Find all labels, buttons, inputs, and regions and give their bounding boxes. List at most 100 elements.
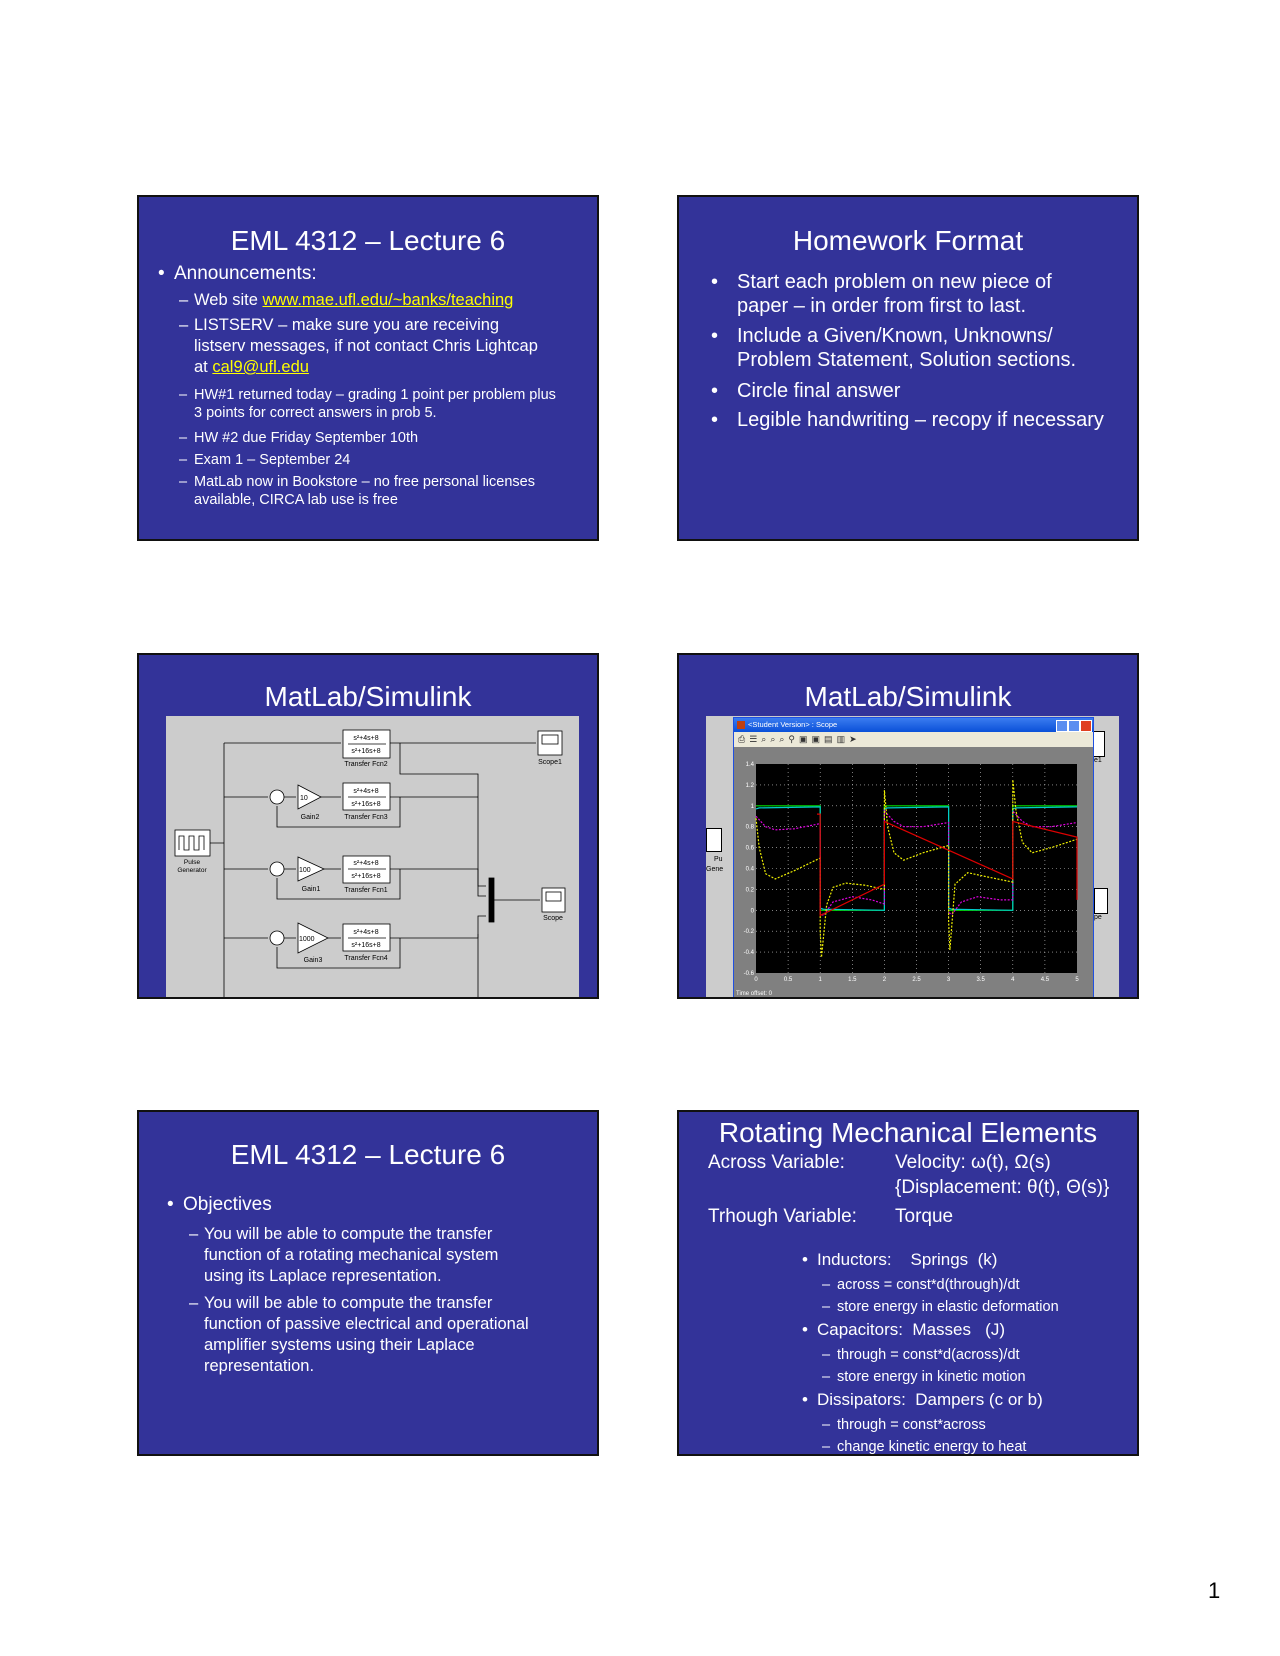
text: Dissipators: Dampers (c or b) (817, 1390, 1043, 1409)
bullet-announcements: •Announcements: (158, 263, 317, 284)
through-label: Trhough Variable: (708, 1206, 857, 1227)
window-titlebar[interactable]: <Student Version> : Scope (734, 718, 1093, 732)
denominator: s²+16s+8 (351, 873, 380, 880)
text: Include a Given/Known, Unknowns/ Problem… (737, 325, 1077, 371)
text: Legible handwriting – recopy if necessar… (737, 409, 1104, 431)
parameters-icon[interactable]: ☰ (749, 734, 758, 744)
x-tick-label: 3 (947, 977, 951, 983)
numerator: s²+4s+8 (353, 929, 378, 936)
scope-partial (1094, 888, 1108, 914)
heading: Objectives (183, 1194, 272, 1215)
slide-announcements: EML 4312 – Lecture 6 •Announcements: –We… (137, 195, 599, 541)
slide-title: Rotating Mechanical Elements (718, 1117, 1098, 1148)
text: Exam 1 – September 24 (194, 452, 351, 468)
text: Circle final answer (737, 380, 901, 402)
displacement-value: {Displacement: θ(t), Θ(s)} (895, 1177, 1110, 1198)
y-tick-label: -0.2 (744, 929, 755, 935)
zoom-x-icon[interactable]: ⌕ (770, 734, 776, 744)
group-subitems: –through = const*d(across)/dt–store ener… (822, 1347, 1026, 1385)
scope1-block[interactable]: Scope1 (537, 730, 563, 766)
mux-block[interactable] (488, 877, 495, 923)
numerator: s²+4s+8 (353, 860, 378, 867)
bullet-objectives: •Objectives (167, 1194, 272, 1215)
scope-block[interactable]: Scope (541, 887, 566, 922)
x-tick-label: 0 (754, 977, 758, 983)
text: through = const*d(across)/dt (837, 1347, 1020, 1363)
zoom-icon[interactable]: ⌕ (761, 734, 767, 744)
floating-scope-icon[interactable]: ▤ (824, 734, 833, 744)
through-value: Torque (895, 1206, 954, 1227)
gain-value: 100 (299, 867, 311, 874)
slide-objectives: EML 4312 – Lecture 6 •Objectives –You wi… (137, 1110, 599, 1456)
text: representation. (204, 1357, 315, 1375)
email-link[interactable]: cal9@ufl.edu (212, 358, 309, 376)
y-tick-label: 0.4 (746, 867, 755, 873)
text: HW#1 returned today – grading 1 point pe… (194, 387, 556, 403)
bullet-item: •Legible handwriting – recopy if necessa… (711, 409, 1104, 431)
lock-icon[interactable]: ▥ (836, 734, 846, 744)
text: through = const*across (837, 1417, 986, 1433)
item-matlab: –MatLab now in Bookstore – no free perso… (179, 474, 535, 508)
bullet-item: •Start each problem on new piece of pape… (711, 271, 1052, 317)
block-label: Gain2 (301, 814, 320, 821)
text: Start each problem on new piece of paper… (737, 271, 1052, 317)
text: LISTSERV – make sure you are receiving (194, 316, 500, 334)
text: amplifier systems using their Laplace (204, 1336, 475, 1354)
x-tick-label: 2.5 (912, 977, 921, 983)
window-title: <Student Version> : Scope (748, 720, 838, 729)
text: store energy in kinetic motion (837, 1369, 1026, 1385)
slide-title: EML 4312 – Lecture 6 (230, 1139, 506, 1170)
denominator: s²+16s+8 (351, 748, 380, 755)
website-link[interactable]: www.mae.ufl.edu/~banks/teaching (262, 291, 514, 309)
zoom-y-icon[interactable]: ⌕ (779, 734, 785, 744)
objective-item: –You will be able to compute the transfe… (189, 1294, 529, 1375)
block-label: Scope (543, 915, 563, 922)
restore-axes-icon[interactable]: ▣ (811, 734, 821, 744)
bullet-item: •Circle final answer (711, 380, 901, 402)
maximize-button[interactable] (1068, 720, 1080, 732)
text: MatLab now in Bookstore – no free person… (194, 474, 535, 490)
close-button[interactable] (1080, 720, 1092, 732)
text: using its Laplace representation. (204, 1267, 442, 1285)
text: Inductors: Springs (k) (817, 1250, 998, 1269)
save-axes-icon[interactable]: ▣ (799, 734, 808, 744)
x-tick-label: 0.5 (784, 977, 793, 983)
label: Pu (714, 856, 723, 863)
print-icon[interactable]: ⎙ (738, 734, 746, 744)
slide-title: Homework Format (792, 225, 1024, 256)
text: You will be able to compute the transfer (204, 1225, 493, 1243)
time-offset-label: Time offset: 0 (736, 991, 773, 997)
block-label: Gain1 (302, 886, 321, 893)
block-label: Transfer Fcn4 (344, 955, 387, 962)
label: Gene (706, 866, 724, 873)
gain-value: 10 (300, 795, 308, 802)
text: across = const*d(through)/dt (837, 1277, 1020, 1293)
text: change kinetic energy to heat (837, 1439, 1027, 1455)
minimize-button[interactable] (1056, 720, 1068, 732)
item-hw2: –HW #2 due Friday September 10th (179, 430, 419, 446)
sum-blocks[interactable] (269, 789, 285, 946)
group-dissipators: •Dissipators: Dampers (c or b) (802, 1390, 1043, 1409)
y-tick-label: 0.8 (746, 825, 755, 831)
signal-selection-icon[interactable]: ➤ (849, 734, 857, 744)
block-label: Transfer Fcn1 (344, 887, 387, 894)
slide-simulink-scope: MatLab/Simulink Pu Gene e1 pe <Student V… (677, 653, 1139, 999)
block-label: Transfer Fcn2 (344, 761, 387, 768)
objective-item: –You will be able to compute the transfe… (189, 1225, 499, 1285)
autoscale-icon[interactable]: ⚲ (788, 734, 796, 744)
wires (210, 742, 540, 997)
slide-title: EML 4312 – Lecture 6 (230, 225, 506, 256)
slide-rotating-elements: Rotating Mechanical Elements Across Vari… (677, 1110, 1139, 1456)
text: You will be able to compute the transfer (204, 1294, 493, 1312)
